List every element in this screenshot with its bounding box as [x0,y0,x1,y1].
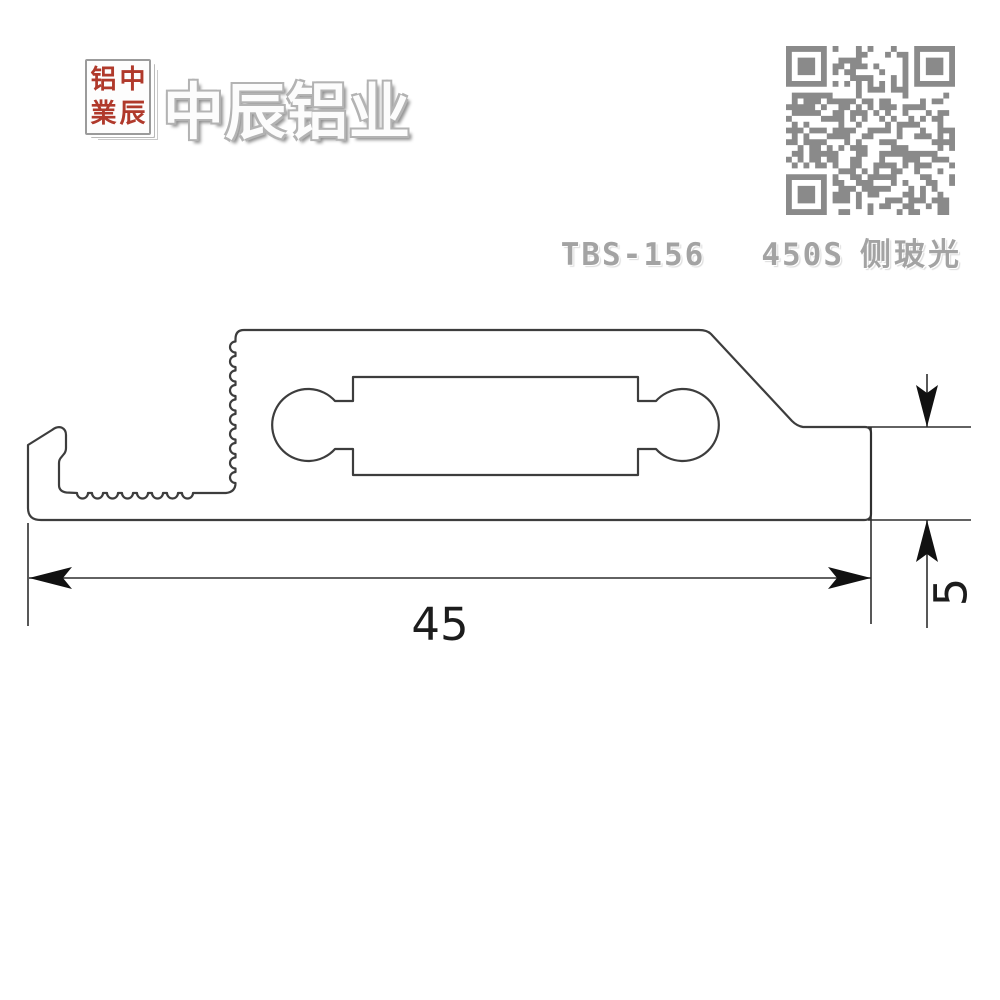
dimension-5-arrow-up [916,520,938,562]
seal-char: 業 [90,99,117,128]
dimension-5-label: 5 [925,578,978,607]
profile-outline [26,328,873,522]
dimension-5-arrow-down [916,385,938,427]
company-name: 中辰铝业 [163,78,412,146]
seal-char: 中 [119,65,146,94]
dimension-45-label: 45 [411,598,468,651]
slot-cutout [271,375,720,477]
spec-name: 侧玻光 [860,237,962,272]
seal-char: 辰 [119,99,146,128]
dimension-45-arrow-right [828,567,871,589]
seal-char: 铝 [90,65,117,94]
product-code-line: TBS-156 450S 侧玻光 [561,229,962,274]
model-code: TBS-156 [560,237,706,273]
spec-code: 450S [761,237,844,273]
qr-code-icon [786,46,955,215]
company-seal: 铝 中 業 辰 [85,59,151,135]
dimension-45-arrow-left [29,567,72,589]
